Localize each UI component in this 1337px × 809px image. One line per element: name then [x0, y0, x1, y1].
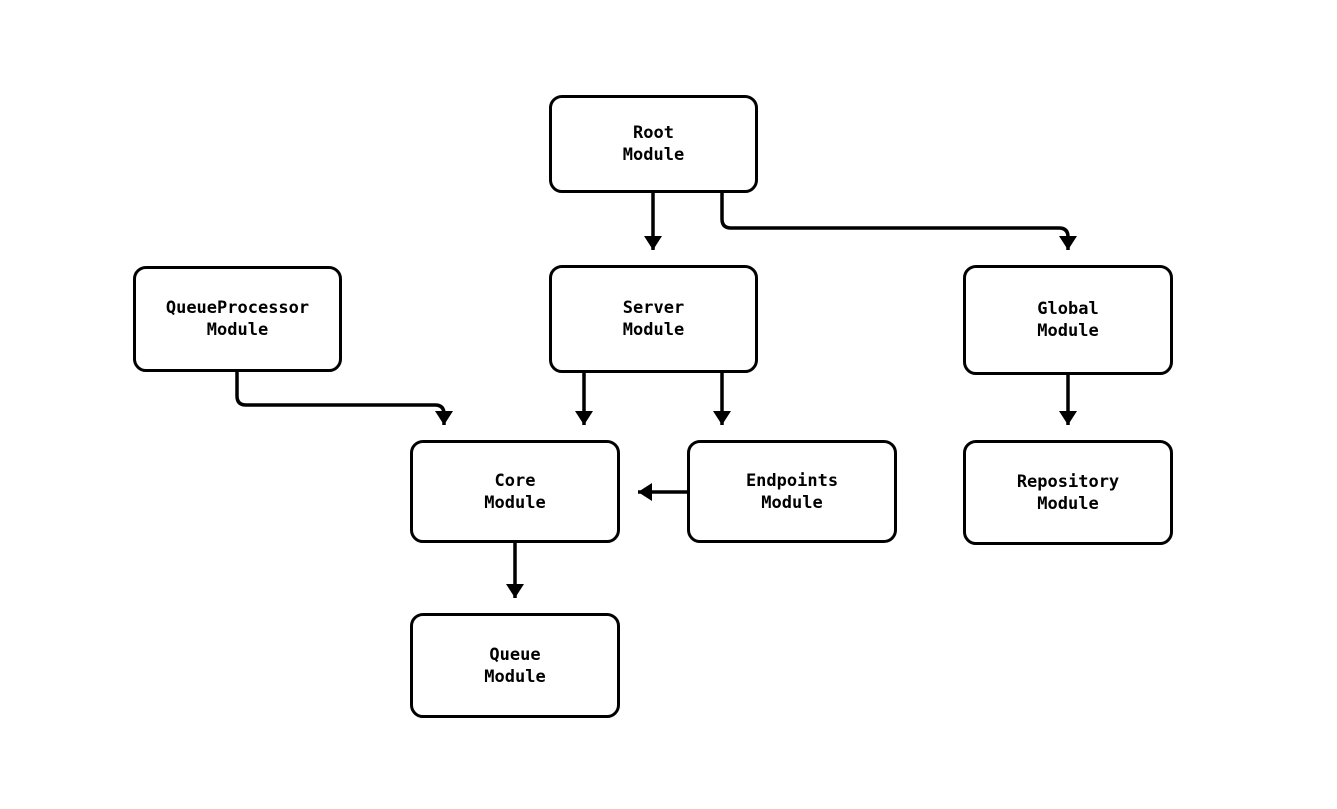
node-server-label: Server Module: [622, 298, 685, 340]
node-repository[interactable]: Repository Module: [963, 440, 1173, 545]
edge-server-core: [575, 373, 593, 425]
edge-server-endpoints: [713, 373, 731, 425]
node-root-label: Root Module: [622, 123, 685, 165]
node-core[interactable]: Core Module: [410, 440, 620, 543]
edge-root-server: [644, 193, 662, 250]
node-queue-label: Queue Module: [484, 644, 546, 687]
edge-root-global: [720, 193, 1077, 250]
edge-queueprocessor-core: [235, 372, 453, 425]
edge-global-repository: [1059, 375, 1077, 425]
node-root[interactable]: Root Module: [549, 95, 758, 193]
edge-core-queue: [506, 543, 524, 598]
node-repository-label: Repository Module: [1016, 471, 1120, 514]
node-queueprocessor[interactable]: QueueProcessor Module: [133, 266, 342, 372]
edges-group: [235, 193, 1077, 598]
node-endpoints-label: Endpoints Module: [745, 470, 839, 513]
node-queueprocessor-label: QueueProcessor Module: [165, 298, 310, 340]
node-server[interactable]: Server Module: [549, 265, 758, 373]
node-global[interactable]: Global Module: [963, 265, 1173, 375]
node-queue[interactable]: Queue Module: [410, 613, 620, 718]
node-global-label: Global Module: [1037, 299, 1099, 341]
edge-endpoints-core: [638, 483, 687, 501]
node-endpoints[interactable]: Endpoints Module: [687, 440, 897, 543]
node-core-label: Core Module: [484, 470, 546, 513]
